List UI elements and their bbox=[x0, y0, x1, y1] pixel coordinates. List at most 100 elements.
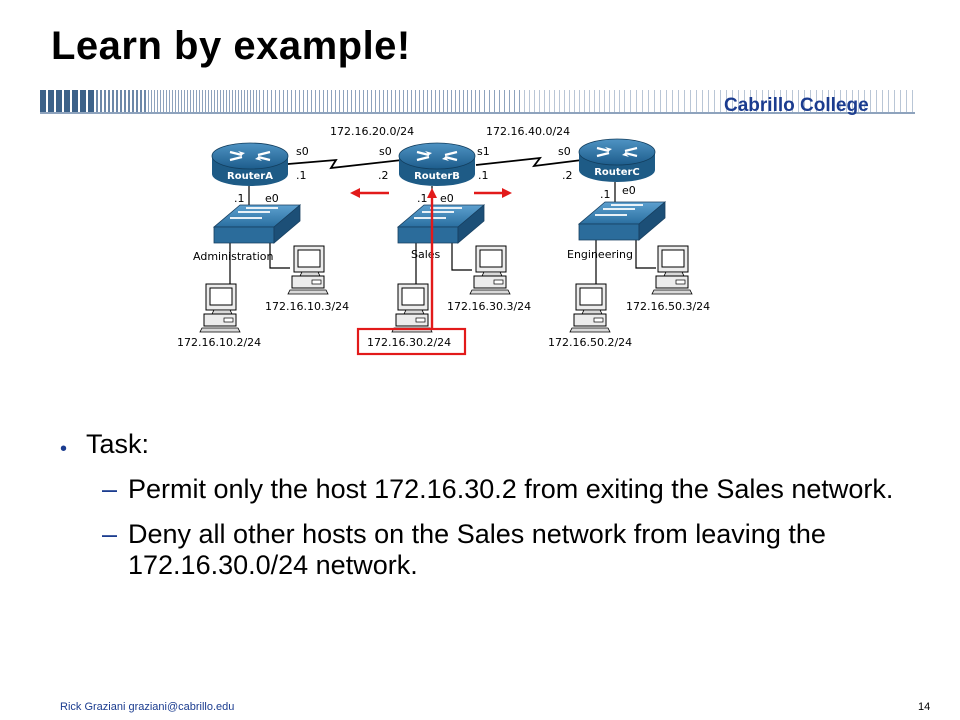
stripe bbox=[151, 90, 152, 114]
pc-host bbox=[651, 245, 693, 295]
stripe bbox=[684, 90, 685, 114]
stripe bbox=[307, 90, 308, 114]
traffic-arrows bbox=[350, 188, 512, 328]
stripe bbox=[232, 90, 233, 114]
slide-title: Learn by example! bbox=[51, 24, 411, 68]
stripe bbox=[876, 90, 877, 114]
stripe bbox=[504, 90, 505, 114]
stripe bbox=[479, 90, 480, 114]
stripe bbox=[241, 90, 242, 114]
stripe bbox=[467, 90, 468, 114]
host-address: 172.16.50.3/24 bbox=[626, 300, 710, 313]
switch-sales bbox=[397, 204, 485, 244]
stripe bbox=[279, 90, 280, 114]
stripe bbox=[690, 90, 691, 114]
stripe bbox=[190, 90, 191, 114]
pc-icon bbox=[287, 245, 329, 295]
stripe bbox=[187, 90, 188, 114]
stripe bbox=[696, 90, 697, 114]
stripe bbox=[834, 90, 835, 114]
host-address: 172.16.10.3/24 bbox=[265, 300, 349, 313]
stripe bbox=[569, 90, 570, 114]
pc-icon bbox=[199, 283, 241, 333]
stripe bbox=[660, 90, 661, 114]
bullet-dot-icon: • bbox=[60, 438, 68, 460]
task-bullet: • Task: bbox=[60, 428, 920, 460]
stripe bbox=[636, 90, 637, 114]
stripe bbox=[792, 90, 793, 114]
stripe bbox=[750, 90, 751, 114]
router-label: RouterA bbox=[227, 171, 273, 182]
stripe bbox=[163, 90, 164, 114]
stripe bbox=[226, 90, 227, 114]
stripe bbox=[435, 90, 436, 114]
network-diagram: RouterA RouterB RouterC 172.16.20.0/24 1… bbox=[177, 125, 710, 356]
stripe bbox=[852, 90, 853, 114]
stripe bbox=[840, 90, 841, 114]
stripe bbox=[529, 90, 530, 114]
stripe bbox=[267, 90, 268, 114]
switch-engineering bbox=[578, 201, 666, 241]
stripe bbox=[756, 90, 757, 114]
interface-label: s0 bbox=[296, 145, 309, 158]
stripe bbox=[702, 90, 703, 114]
stripe bbox=[774, 90, 775, 114]
stripe bbox=[355, 90, 356, 114]
stripe bbox=[256, 90, 257, 114]
router-label: RouterB bbox=[414, 171, 460, 182]
college-name: Cabrillo College bbox=[724, 95, 869, 116]
stripe bbox=[484, 90, 485, 114]
stripe bbox=[202, 90, 203, 114]
pc-icon bbox=[469, 245, 511, 295]
stripe bbox=[589, 90, 590, 114]
stripe bbox=[439, 90, 440, 114]
stripe bbox=[383, 90, 384, 114]
router-label: RouterC bbox=[594, 167, 640, 178]
stripe bbox=[447, 90, 448, 114]
stripe bbox=[768, 90, 769, 114]
stripe bbox=[104, 90, 106, 114]
stripe bbox=[804, 90, 805, 114]
stripe bbox=[124, 90, 126, 114]
stripe bbox=[678, 90, 679, 114]
stripe bbox=[574, 90, 575, 114]
stripe bbox=[64, 90, 70, 114]
task-item: – Permit only the host 172.16.30.2 from … bbox=[60, 474, 920, 505]
stripe bbox=[140, 90, 142, 114]
stripe bbox=[431, 90, 432, 114]
stripe bbox=[780, 90, 781, 114]
stripe bbox=[443, 90, 444, 114]
stripe bbox=[235, 90, 236, 114]
stripe bbox=[912, 90, 913, 114]
stripe bbox=[870, 90, 871, 114]
stripe bbox=[331, 90, 332, 114]
stripe bbox=[411, 90, 412, 114]
stripe bbox=[828, 90, 829, 114]
stripe bbox=[744, 90, 745, 114]
interface-ip: .1 bbox=[296, 169, 307, 182]
stripe bbox=[471, 90, 472, 114]
stripe bbox=[72, 90, 78, 114]
task-item: – Deny all other hosts on the Sales netw… bbox=[60, 519, 920, 581]
stripe bbox=[539, 90, 540, 114]
stripe bbox=[630, 90, 631, 114]
stripe bbox=[391, 90, 392, 114]
router-a: RouterA bbox=[210, 141, 290, 188]
stripe bbox=[238, 90, 239, 114]
link-network-label: 172.16.20.0/24 bbox=[330, 125, 414, 138]
stripe bbox=[579, 90, 580, 114]
interface-ip: .2 bbox=[378, 169, 389, 182]
lan-gateway-ip: .1 bbox=[417, 192, 428, 205]
switch-icon bbox=[578, 201, 666, 241]
stripe bbox=[319, 90, 320, 114]
router-b: RouterB bbox=[397, 141, 477, 188]
stripe bbox=[624, 90, 625, 114]
stripe bbox=[359, 90, 360, 114]
stripe bbox=[738, 90, 739, 114]
stripe bbox=[116, 90, 118, 114]
stripe bbox=[199, 90, 200, 114]
stripe bbox=[423, 90, 424, 114]
stripe bbox=[120, 90, 122, 114]
stripe bbox=[193, 90, 194, 114]
pc-icon bbox=[569, 283, 611, 333]
